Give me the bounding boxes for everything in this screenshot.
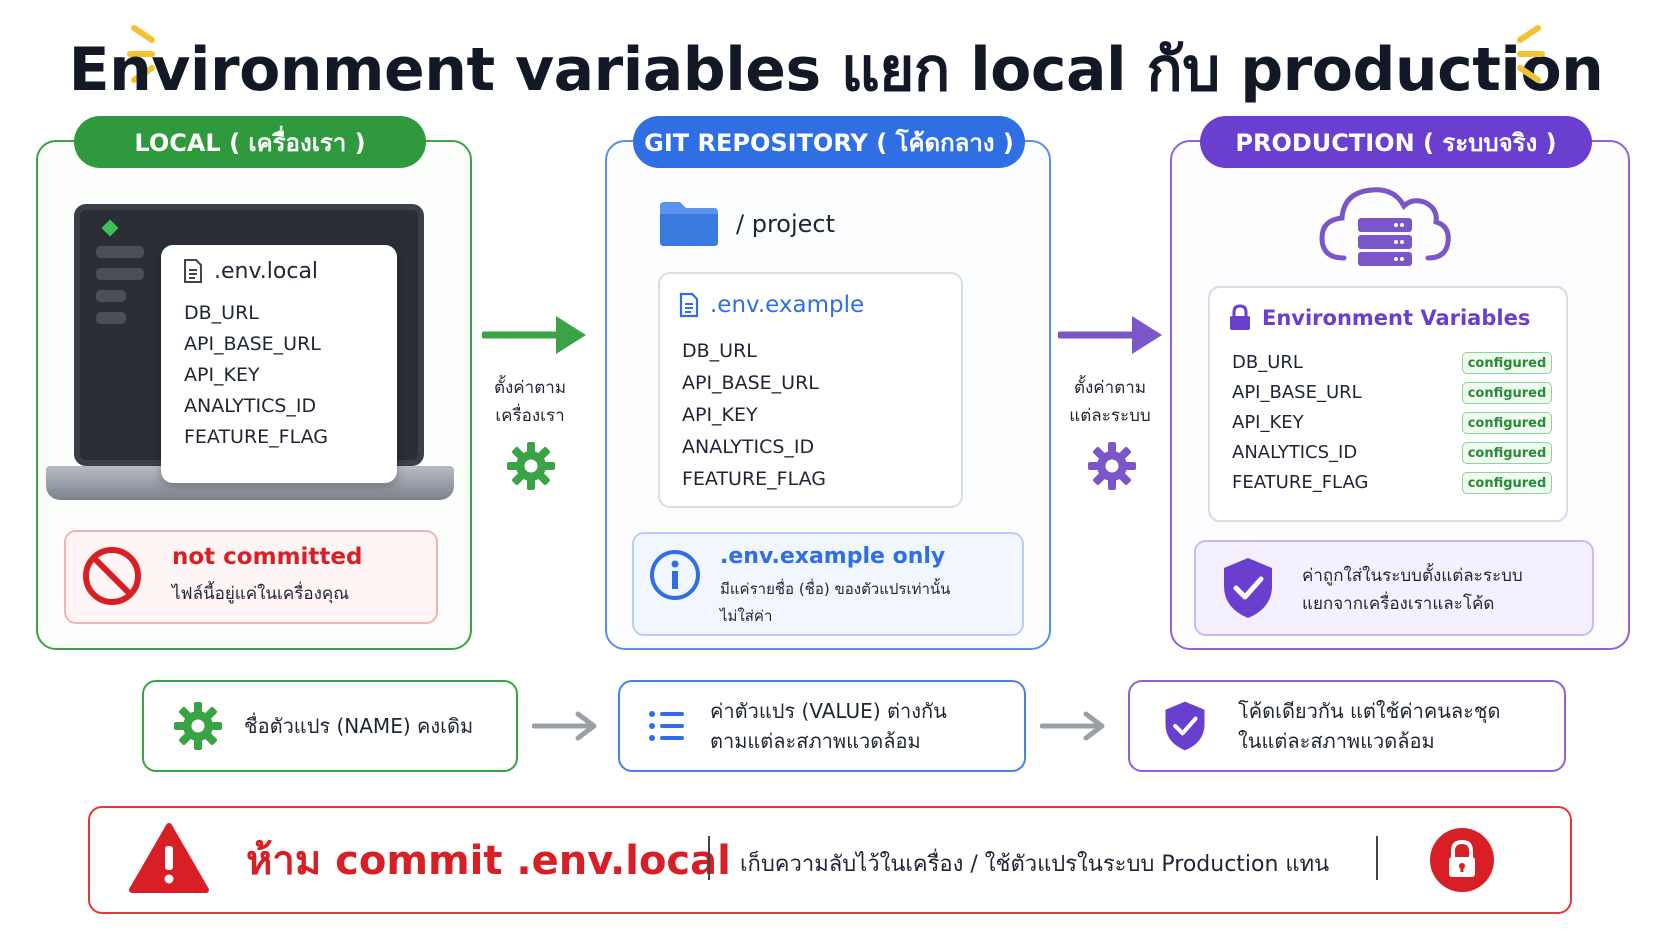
flow-step-same-code-line1: โค้ดเดียวกัน แต่ใช้ค่าคนละชุด (1238, 699, 1501, 723)
arrow2-label-line2: แต่ละระบบ (1069, 406, 1151, 426)
configured-badge: configured (1462, 442, 1552, 464)
sidebar-bar (96, 290, 126, 302)
prod-env-header: Environment Variables (1228, 304, 1530, 332)
arrow2-label-line1: ตั้งค่าตาม (1073, 378, 1147, 398)
git-var: API_BASE_URL (682, 372, 819, 394)
flow-step-same-code-line2: ในแต่ละสภาพแวดล้อม (1238, 729, 1435, 753)
local-var: API_BASE_URL (184, 333, 321, 355)
flow-step-value-line2: ตามแต่ละสภาพแวดล้อม (710, 729, 921, 753)
local-status-box (64, 530, 438, 624)
git-var: ANALYTICS_ID (682, 436, 815, 458)
flow-step-same-code: โค้ดเดียวกัน แต่ใช้ค่าคนละชุด ในแต่ละสภา… (1128, 680, 1566, 772)
sidebar-bar (96, 312, 126, 324)
arrow2-label: ตั้งค่าตาม แต่ละระบบ (1050, 374, 1170, 430)
git-header: GIT REPOSITORY ( โค้ดกลาง ) (633, 116, 1025, 168)
divider (1376, 836, 1378, 880)
warning-icon (129, 823, 209, 893)
shield-check-icon (1165, 701, 1205, 751)
shield-check-icon (1224, 558, 1272, 618)
prohibited-icon (83, 547, 141, 605)
cloud-server-icon (1319, 187, 1451, 266)
env-example-filename: .env.example (710, 292, 865, 318)
spark-left-icon (127, 25, 155, 83)
flow-step-same-code-text: โค้ดเดียวกัน แต่ใช้ค่าคนละชุด ในแต่ละสภา… (1238, 696, 1500, 756)
arrow-right-icon (1058, 316, 1162, 354)
git-var: API_KEY (682, 404, 758, 426)
git-var: DB_URL (682, 340, 757, 362)
local-status-desc: ไฟล์นี้อยู่แค่ในเครื่องคุณ (172, 584, 350, 604)
git-info-desc-line2: ไม่ใส่ค่า (720, 607, 773, 625)
git-info-desc: มีแค่รายชื่อ (ชื่อ) ของตัวแปรเท่านั้น ไม… (720, 576, 950, 630)
project-folder-label: / project (736, 210, 836, 238)
local-var: FEATURE_FLAG (184, 426, 329, 448)
spark-right-icon (1517, 25, 1545, 83)
local-var: ANALYTICS_ID (184, 395, 317, 417)
production-header: PRODUCTION ( ระบบจริง ) (1200, 116, 1592, 168)
arrow1-label-line2: เครื่องเรา (495, 406, 565, 426)
configured-badge: configured (1462, 472, 1552, 494)
page-title: Environment variables แยก local กับ prod… (68, 35, 1604, 105)
sidebar-bar (96, 246, 144, 258)
env-local-card (161, 245, 397, 483)
arrow-right-icon (482, 316, 586, 354)
gear-icon (507, 442, 555, 490)
flow-step-value: ค่าตัวแปร (VALUE) ต่างกัน ตามแต่ละสภาพแว… (618, 680, 1026, 772)
env-local-filename: .env.local (214, 258, 319, 284)
prod-note-text: ค่าถูกใส่ในระบบตั้งแต่ละระบบ แยกจากเครื่… (1302, 562, 1523, 618)
list-icon (649, 711, 684, 741)
local-var: DB_URL (184, 302, 259, 324)
env-local-header: .env.local (182, 258, 318, 284)
flow-step-value-line1: ค่าตัวแปร (VALUE) ต่างกัน (710, 699, 947, 723)
folder-icon (660, 202, 718, 246)
lock-icon (1230, 304, 1250, 330)
prod-var: ANALYTICS_ID (1232, 442, 1358, 463)
lock-icon (1430, 828, 1494, 892)
git-info-title: .env.example only (720, 544, 946, 569)
prod-var: API_BASE_URL (1232, 382, 1362, 403)
gear-icon (174, 702, 222, 750)
warning-sub-text: เก็บความลับไว้ในเครื่อง / ใช้ตัวแปรในระบ… (740, 852, 1330, 877)
arrow1-label-line1: ตั้งค่าตาม (493, 378, 567, 398)
local-var: API_KEY (184, 364, 260, 386)
arrow-right-icon (1040, 711, 1105, 741)
git-var: FEATURE_FLAG (682, 468, 827, 490)
sidebar-bar (96, 268, 144, 280)
flow-step-value-text: ค่าตัวแปร (VALUE) ต่างกัน ตามแต่ละสภาพแว… (710, 696, 947, 756)
document-icon (679, 292, 699, 318)
prod-env-title: Environment Variables (1262, 306, 1531, 330)
document-icon (184, 259, 202, 283)
env-example-card (658, 272, 963, 508)
divider (708, 836, 710, 880)
prod-note-line2: แยกจากเครื่องเราและโค้ด (1302, 594, 1495, 614)
warning-banner (88, 806, 1572, 914)
local-header: LOCAL ( เครื่องเรา ) (74, 116, 426, 168)
local-status-title: not committed (172, 544, 363, 570)
prod-var: API_KEY (1232, 412, 1304, 433)
arrow1-label: ตั้งค่าตาม เครื่องเรา (470, 374, 590, 430)
flow-step-name: ชื่อตัวแปร (NAME) คงเดิม (142, 680, 518, 772)
prod-note-line1: ค่าถูกใส่ในระบบตั้งแต่ละระบบ (1302, 566, 1523, 586)
gear-icon (1088, 442, 1136, 490)
env-example-header: .env.example (678, 292, 864, 318)
prod-var: DB_URL (1232, 352, 1303, 373)
configured-badge: configured (1462, 412, 1552, 434)
configured-badge: configured (1462, 382, 1552, 404)
arrow-right-icon (532, 711, 597, 741)
info-icon (650, 550, 700, 600)
prod-var: FEATURE_FLAG (1232, 472, 1369, 493)
configured-badge: configured (1462, 352, 1552, 374)
git-info-desc-line1: มีแค่รายชื่อ (ชื่อ) ของตัวแปรเท่านั้น (720, 580, 951, 598)
warning-main-text: ห้าม commit .env.local (246, 838, 731, 884)
flow-step-name-text: ชื่อตัวแปร (NAME) คงเดิม (244, 714, 474, 738)
